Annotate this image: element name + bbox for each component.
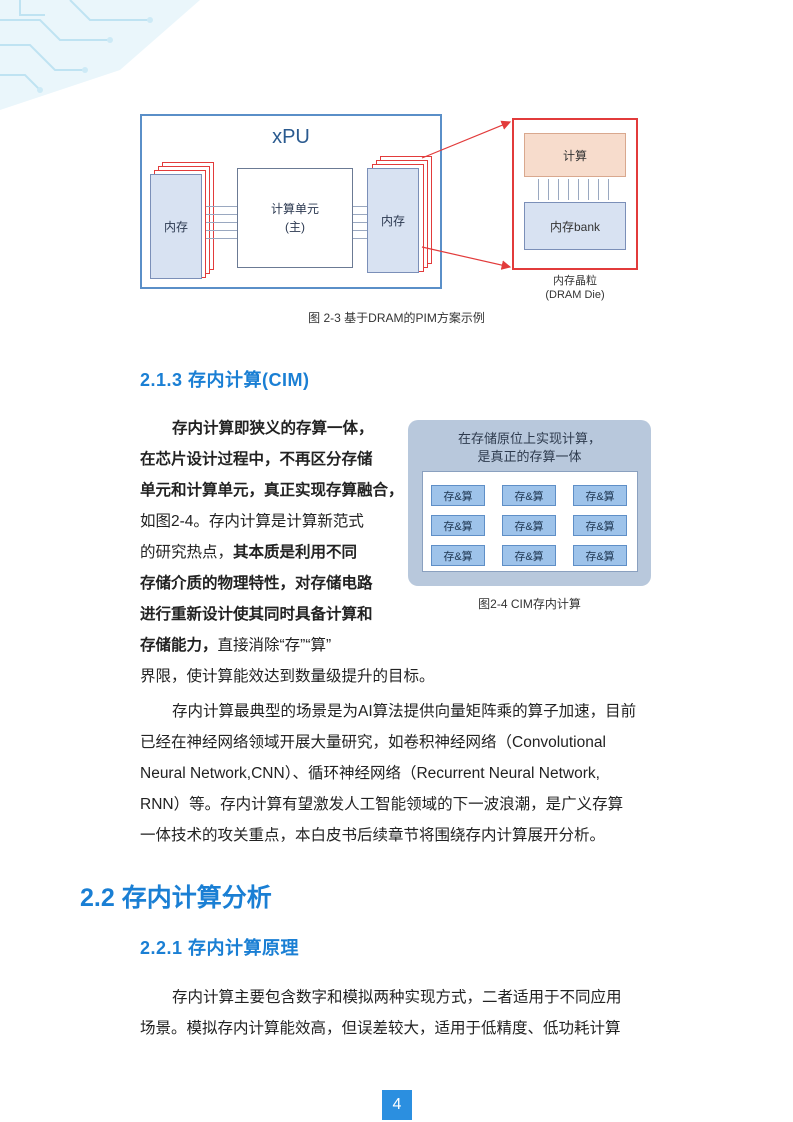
die-bus-line <box>588 179 589 200</box>
section-heading-2-2-1: 2.2.1 存内计算原理 <box>140 938 300 958</box>
die-compute-label: 计算 <box>562 148 587 163</box>
bus-line <box>206 222 237 223</box>
cim-cell: 存&算 <box>502 485 556 506</box>
die-caption-line: (DRAM Die) <box>545 289 605 301</box>
die-bank-label: 内存bank <box>549 219 601 234</box>
bus-line <box>353 238 367 239</box>
dram-die-box: 计算 内存bank <box>512 118 638 270</box>
text-line: 存储能力，直接消除“存”“算” <box>140 630 390 661</box>
die-bus-line <box>598 179 599 200</box>
die-bus-line <box>558 179 559 200</box>
compute-unit-label: 计算单元 <box>270 202 319 216</box>
bus-line <box>206 230 237 231</box>
text-span: 的研究热点， <box>140 544 234 561</box>
bus-line <box>206 238 237 239</box>
memory-left: 内存 <box>150 174 202 279</box>
text-line: 存内计算主要包含数字和模拟两种实现方式，二者适用于不同应用 <box>172 989 622 1006</box>
paragraph-cim-applications: 存内计算最典型的场景是为AI算法提供向量矩阵乘的算子加速，目前 已经在神经网络领… <box>140 696 650 851</box>
section-heading-2-2: 2.2 存内计算分析 <box>80 884 272 912</box>
bus-line <box>353 230 367 231</box>
figure-cim-diagram: 在存储原位上实现计算， 是真正的存算一体 存&算 存&算 存&算 存&算 存&算… <box>408 420 651 586</box>
text-line: RNN）等。存内计算有望激发人工智能领域的下一波浪潮，是广义存算 <box>140 796 624 813</box>
text-line: 在芯片设计过程中，不再区分存储 <box>140 451 373 468</box>
bus-line <box>353 206 367 207</box>
figure-cim-title: 在存储原位上实现计算， 是真正的存算一体 <box>408 430 651 466</box>
die-bus-line <box>608 179 609 200</box>
compute-unit-sublabel: (主) <box>285 220 305 234</box>
bus-line <box>353 214 367 215</box>
memory-right-label: 内存 <box>380 214 405 228</box>
bus-line <box>206 206 237 207</box>
page-number: 4 <box>382 1090 412 1120</box>
cim-cell: 存&算 <box>431 545 485 566</box>
xpu-title: xPU <box>272 126 310 148</box>
text-line: 如图2-4。存内计算是计算新范式 <box>140 513 364 530</box>
text-line: 存内计算最典型的场景是为AI算法提供向量矩阵乘的算子加速，目前 <box>172 703 637 720</box>
memory-right: 内存 <box>367 168 419 273</box>
text-line: 存内计算即狭义的存算一体， <box>172 420 374 437</box>
section-heading-2-1-3: 2.1.3 存内计算(CIM) <box>140 370 310 390</box>
circuit-decoration <box>0 0 200 110</box>
die-bus-line <box>578 179 579 200</box>
text-line: 界限，使计算能效达到数量级提升的目标。 <box>140 668 435 685</box>
figure-caption: 图2-4 CIM存内计算 <box>478 597 581 611</box>
text-line: Neural Network,CNN）、循环神经网络（Recurrent Neu… <box>140 765 600 782</box>
cim-array: 存&算 存&算 存&算 存&算 存&算 存&算 存&算 存&算 存&算 <box>422 471 638 572</box>
cim-cell: 存&算 <box>573 485 627 506</box>
cim-cell: 存&算 <box>431 485 485 506</box>
memory-left-label: 内存 <box>163 220 188 234</box>
bus-line <box>353 222 367 223</box>
text-line: 进行重新设计使其同时具备计算和 <box>140 606 373 623</box>
text-line: 的研究热点，其本质是利用不同 <box>140 537 390 568</box>
cim-cell: 存&算 <box>502 515 556 536</box>
die-caption-line: 内存晶粒 <box>553 275 597 287</box>
text-line: 场景。模拟存内计算能效高，但误差较大，适用于低精度、低功耗计算 <box>140 1020 621 1037</box>
text-line: 一体技术的攻关重点，本白皮书后续章节将围绕存内计算展开分析。 <box>140 827 606 844</box>
text-line: 存储介质的物理特性，对存储电路 <box>140 575 373 592</box>
text-line: 已经在神经网络领域开展大量研究，如卷积神经网络（Convolutional <box>140 734 606 751</box>
text-span-bold: 其本质是利用不同 <box>233 544 358 561</box>
figure-caption: 图 2-3 基于DRAM的PIM方案示例 <box>308 311 485 325</box>
die-caption: 内存晶粒 (DRAM Die) <box>512 274 638 302</box>
text-span: 直接消除“存”“算” <box>217 637 332 654</box>
figure-cim-title-line: 在存储原位上实现计算， <box>457 431 601 446</box>
cim-cell: 存&算 <box>431 515 485 536</box>
die-bus-line <box>538 179 539 200</box>
cim-cell: 存&算 <box>573 515 627 536</box>
figure-pim-diagram: xPU 内存 计算单元 (主) 内存 <box>140 114 640 309</box>
xpu-box: xPU 内存 计算单元 (主) 内存 <box>140 114 442 289</box>
die-compute-block: 计算 <box>524 133 626 177</box>
cim-cell: 存&算 <box>573 545 627 566</box>
paragraph-cim-intro: 存内计算即狭义的存算一体， 在芯片设计过程中，不再区分存储 单元和计算单元，真正… <box>140 413 435 692</box>
compute-unit: 计算单元 (主) <box>237 168 353 268</box>
figure-cim-title-line: 是真正的存算一体 <box>477 449 582 464</box>
die-memory-bank: 内存bank <box>524 202 626 250</box>
die-bus-line <box>548 179 549 200</box>
cim-cell: 存&算 <box>502 545 556 566</box>
text-line: 单元和计算单元，真正实现存算融合， <box>140 482 404 499</box>
text-span-bold: 存储能力， <box>140 637 218 654</box>
die-bus-line <box>568 179 569 200</box>
paragraph-cim-principle: 存内计算主要包含数字和模拟两种实现方式，二者适用于不同应用 场景。模拟存内计算能… <box>140 982 650 1044</box>
bus-line <box>206 214 237 215</box>
